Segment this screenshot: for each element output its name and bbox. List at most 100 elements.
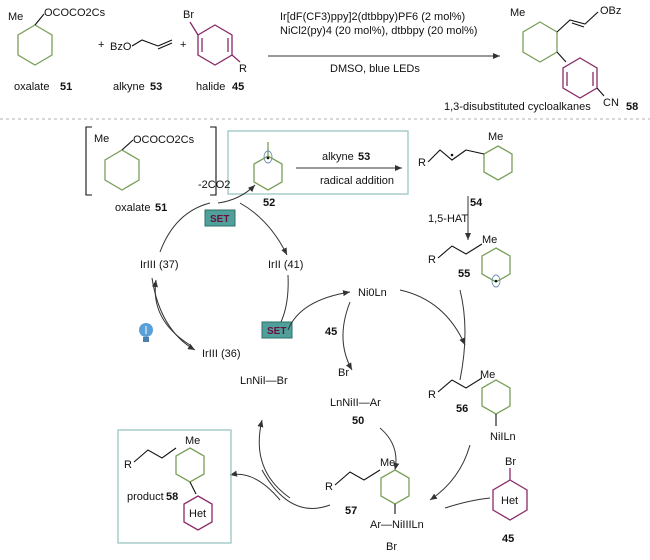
- radical-52: 52: [253, 142, 283, 209]
- ir41-label: IrII (41): [268, 259, 303, 271]
- radical-addition-label: radical addition: [320, 175, 394, 187]
- oxalate-structure: Me OCOCO2Cs oxalate 51: [8, 7, 106, 93]
- product-cn: CN: [603, 97, 619, 109]
- product-58-structure: R Me Het product 58: [124, 435, 213, 531]
- het-aryl-bromide-45: Br Het 45: [492, 456, 528, 545]
- het-join-arrow: [444, 497, 491, 509]
- halide-br: Br: [183, 9, 194, 21]
- halide-r: R: [239, 63, 247, 75]
- ir-return-arc: [159, 202, 211, 253]
- ni0-label: Ni0Ln: [358, 287, 387, 299]
- alkyne-step-label: alkyne: [322, 151, 354, 163]
- set-badge-ir-label: SET: [210, 214, 229, 225]
- alkyl-ni-label: NiILn: [490, 431, 516, 443]
- ni3-label: Ar—NiIIILn: [370, 519, 424, 531]
- reagents-line-2: NiCl2(py)4 (20 mol%), dtbbpy (20 mol%): [280, 25, 477, 37]
- r55-r: R: [428, 254, 436, 266]
- radical-52-number: 52: [263, 197, 275, 209]
- reaction-arrow: Ir[dF(CF3)ppy]2(dtbbpy)PF6 (2 mol%) NiCl…: [268, 11, 500, 75]
- r54-me: Me: [488, 131, 503, 143]
- alkyl-ni-number: 56: [456, 403, 468, 415]
- blue-led-icon: [139, 323, 153, 342]
- product-box-label: product: [127, 491, 164, 503]
- r54-r: R: [418, 157, 426, 169]
- bracket-oxalate-label: oxalate: [115, 202, 150, 214]
- oxalate-bracket: Me OCOCO2Cs oxalate 51: [85, 126, 217, 214]
- product-number: 58: [626, 101, 638, 113]
- bracket-oxalate-number: 51: [155, 202, 167, 214]
- 56-to-57-arrow: [429, 444, 471, 501]
- co2-loss-arrow: [217, 184, 256, 204]
- vinyl-radical-54: R Me 54: [418, 131, 513, 209]
- alkyl-ni-56: R Me NiILn 56: [428, 369, 516, 443]
- plus-sign-1: +: [98, 39, 104, 51]
- to-product-arrow: [229, 470, 281, 501]
- reagents-line-1: Ir[dF(CF3)ppy]2(dtbbpy)PF6 (2 mol%): [280, 11, 465, 23]
- ni2-label: LnNiII—Ar: [330, 397, 381, 409]
- ni2-number: 50: [352, 415, 364, 427]
- product-label: 1,3-disubstituted cycloalkanes: [444, 101, 591, 113]
- alkyne-number: 53: [150, 81, 162, 93]
- halide-number: 45: [232, 81, 244, 93]
- ni3-57: R Me Ar—NiIIILn Br 57: [325, 457, 424, 553]
- ir37-label: IrIII (37): [140, 259, 179, 271]
- ni3-br: Br: [386, 541, 397, 553]
- ni1-br-label: LnNiI—Br: [240, 375, 288, 387]
- conditions: DMSO, blue LEDs: [330, 63, 420, 75]
- bracket-oxalate-group: OCOCO2Cs: [133, 134, 195, 146]
- vinyl-radical-number: 54: [470, 197, 483, 209]
- ir36-to-37-arrow: [151, 279, 191, 346]
- ni1-to-ni0-arrow: [287, 290, 351, 331]
- oxidative-addition-arrow: [342, 301, 353, 371]
- to-ni1-arrow: [257, 419, 291, 499]
- r56-r: R: [428, 389, 436, 401]
- ni2-to-57-arrow: [379, 427, 400, 471]
- ir37-to-36-arrow: [151, 277, 196, 351]
- halide-45-mech: 45: [325, 326, 337, 338]
- product-obz: OBz: [600, 5, 621, 17]
- reductive-elim-arc: [261, 469, 331, 509]
- set-badge-ni: [261, 321, 293, 339]
- het-number: 45: [502, 533, 514, 545]
- ni3-number: 57: [345, 505, 357, 517]
- bzo-label: BzO: [110, 41, 132, 53]
- shifted-radical-number: 55: [458, 268, 470, 280]
- r57-me: Me: [380, 457, 395, 469]
- set-badge-ni-label: SET: [267, 326, 286, 337]
- halide-label: halide: [196, 81, 225, 93]
- r57-r: R: [325, 481, 333, 493]
- alkyne-structure: BzO alkyne 53: [110, 39, 173, 93]
- bracket-me: Me: [94, 133, 109, 145]
- p58-me: Me: [185, 435, 200, 447]
- het-label: Het: [501, 495, 518, 507]
- oxalate-label: oxalate: [14, 81, 49, 93]
- p58-het: Het: [189, 508, 206, 520]
- set-badge-ir: [204, 209, 236, 227]
- r55-me: Me: [482, 234, 497, 246]
- halide-structure: Br R halide 45: [183, 9, 247, 93]
- product-box: [117, 429, 232, 544]
- oxalate-group: OCOCO2Cs: [44, 7, 106, 19]
- ni2-br-label: Br: [338, 367, 349, 379]
- plus-sign-2: +: [180, 39, 186, 51]
- hat-label: 1,5-HAT: [428, 213, 468, 225]
- product-structure: Me OBz CN 1,3-disubstituted cycloalkanes…: [444, 5, 638, 113]
- alkyne-label: alkyne: [113, 81, 145, 93]
- radical-capture-arrow: [459, 289, 466, 381]
- shifted-radical-55: R Me 55: [428, 234, 511, 288]
- product-box-number: 58: [166, 491, 178, 503]
- ir36-label: IrIII (36): [202, 348, 241, 360]
- me-label: Me: [8, 11, 23, 23]
- het-br: Br: [505, 456, 516, 468]
- minus-co2: -2CO2: [198, 179, 230, 191]
- radical-addition-box: [227, 130, 409, 195]
- r56-me: Me: [480, 369, 495, 381]
- p58-r: R: [124, 459, 132, 471]
- ni0-to-56-arrow: [399, 289, 466, 346]
- product-me: Me: [510, 7, 525, 19]
- oxalate-number: 51: [60, 81, 72, 93]
- ir-oxidation-arrow: [239, 202, 288, 256]
- alkyne-step-number: 53: [358, 151, 370, 163]
